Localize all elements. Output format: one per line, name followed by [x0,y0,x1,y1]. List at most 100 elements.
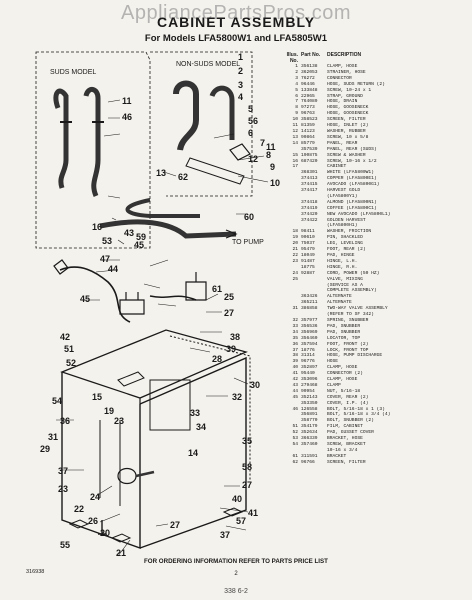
callout-number: 61 [212,284,222,294]
part-number: 18776 [301,347,315,353]
part-number: 353350 [301,400,318,406]
callout-number: 45 [134,240,144,250]
part-number: 90864 [301,134,315,140]
part-fig: 42 [292,377,298,383]
part-description: GOLDEN HARVEST [327,217,366,223]
part-number: 91487 [301,258,315,264]
part-number: 190875 [301,152,318,158]
parts-list-header: Illus. No. Part No. DESCRIPTION [282,52,468,64]
part-number: 356969 [301,329,318,335]
part-description: HOSE [327,359,339,365]
part-description: WASHER, FRICTION [327,229,372,235]
part-fig: 41 [292,371,298,377]
callout-number: 41 [248,508,258,518]
part-fig: 17 [292,164,298,170]
part-fig: 4 [295,81,298,87]
header-part: Part No. [301,52,321,58]
part-number: 358770 [301,418,318,424]
callout-number: 12 [248,154,258,164]
part-number: 97273 [301,105,315,111]
part-fig: 54 [292,442,298,447]
part-description: NUT, 5/16-18 [327,388,361,394]
part-description: BRACKET, HOSE [327,436,363,442]
parts-row: (REFER TO SF 342) [282,312,468,318]
part-description: SCREW, 10 x 5/8 [327,134,369,140]
part-description: FILM, CABINET [327,424,363,430]
callout-number: 47 [100,254,110,264]
page-subtitle: For Models LFA5800W1 and LFA5805W1 [144,33,328,44]
part-fig: 11 [292,123,298,129]
part-fig: 45 [292,394,298,400]
callout-number: 25 [224,292,234,302]
callout-number: 4 [238,92,243,102]
part-fig: 32 [292,317,298,323]
part-number: 354179 [301,424,318,430]
part-description: HOSE, SUDS RETURN (2) [327,81,385,87]
part-number: 311591 [301,453,318,459]
callout-number: 39 [226,344,236,354]
part-fig: 5 [295,87,298,93]
part-description: SCREW & WASHER [327,152,366,158]
callout-number: 29 [40,444,50,454]
part-number: 126558 [301,406,318,412]
parts-row: (LFA5800Y1) [282,194,468,200]
parts-row: (LFA5800H1) [282,223,468,229]
part-description: FOOT, REAR (2) [327,247,366,253]
part-fig: 33 [292,323,298,329]
part-description: PANEL, REAR (SUDS) [327,146,377,152]
callout-number: 23 [114,416,124,426]
parts-row: 374422 GOLDEN HARVEST [282,218,468,224]
part-number: 18775 [301,264,315,270]
part-description: HOSE, GOOSENECK [327,105,369,111]
part-description: ALTERNATE [327,300,352,306]
part-number: 374422 [301,217,318,223]
part-description: HARVEST GOLD [327,188,361,194]
part-number: 353096 [301,377,318,383]
callout-number: 37 [220,530,230,540]
part-fig: 24 [292,270,298,276]
front-foot [68,519,132,543]
callout-number: 46 [122,112,132,122]
callout-number: 51 [64,344,74,354]
part-description: PAD, SNUBBER [327,323,361,329]
callout-number: 24 [90,492,100,502]
part-fig: 40 [292,365,298,371]
part-description: COMPLETE ASSEMBLY) [327,288,377,294]
callout-number: 62 [178,172,188,182]
part-number: 362053 [301,69,318,75]
watermark: AppliancePartsPros.com [121,2,351,24]
part-number: 357539 [301,146,318,152]
nonsuds-hose-2 [209,85,235,140]
suds-model-label: SUDS MODEL [50,69,96,76]
callout-number: 59 [136,232,146,242]
part-number: 90954 [301,388,315,394]
part-description: FOOT, FRONT (2) [327,341,369,347]
callout-number: 5 [248,104,253,114]
part-description: SCREW, 10-16 x 1/2 [327,158,377,164]
rear-panel [169,335,251,480]
parts-row: (SERVICE AS A [282,283,468,289]
part-number: 352143 [301,394,318,400]
part-number: 357460 [301,442,318,447]
part-fig: 37 [292,347,298,353]
part-number: 363426 [301,294,318,300]
